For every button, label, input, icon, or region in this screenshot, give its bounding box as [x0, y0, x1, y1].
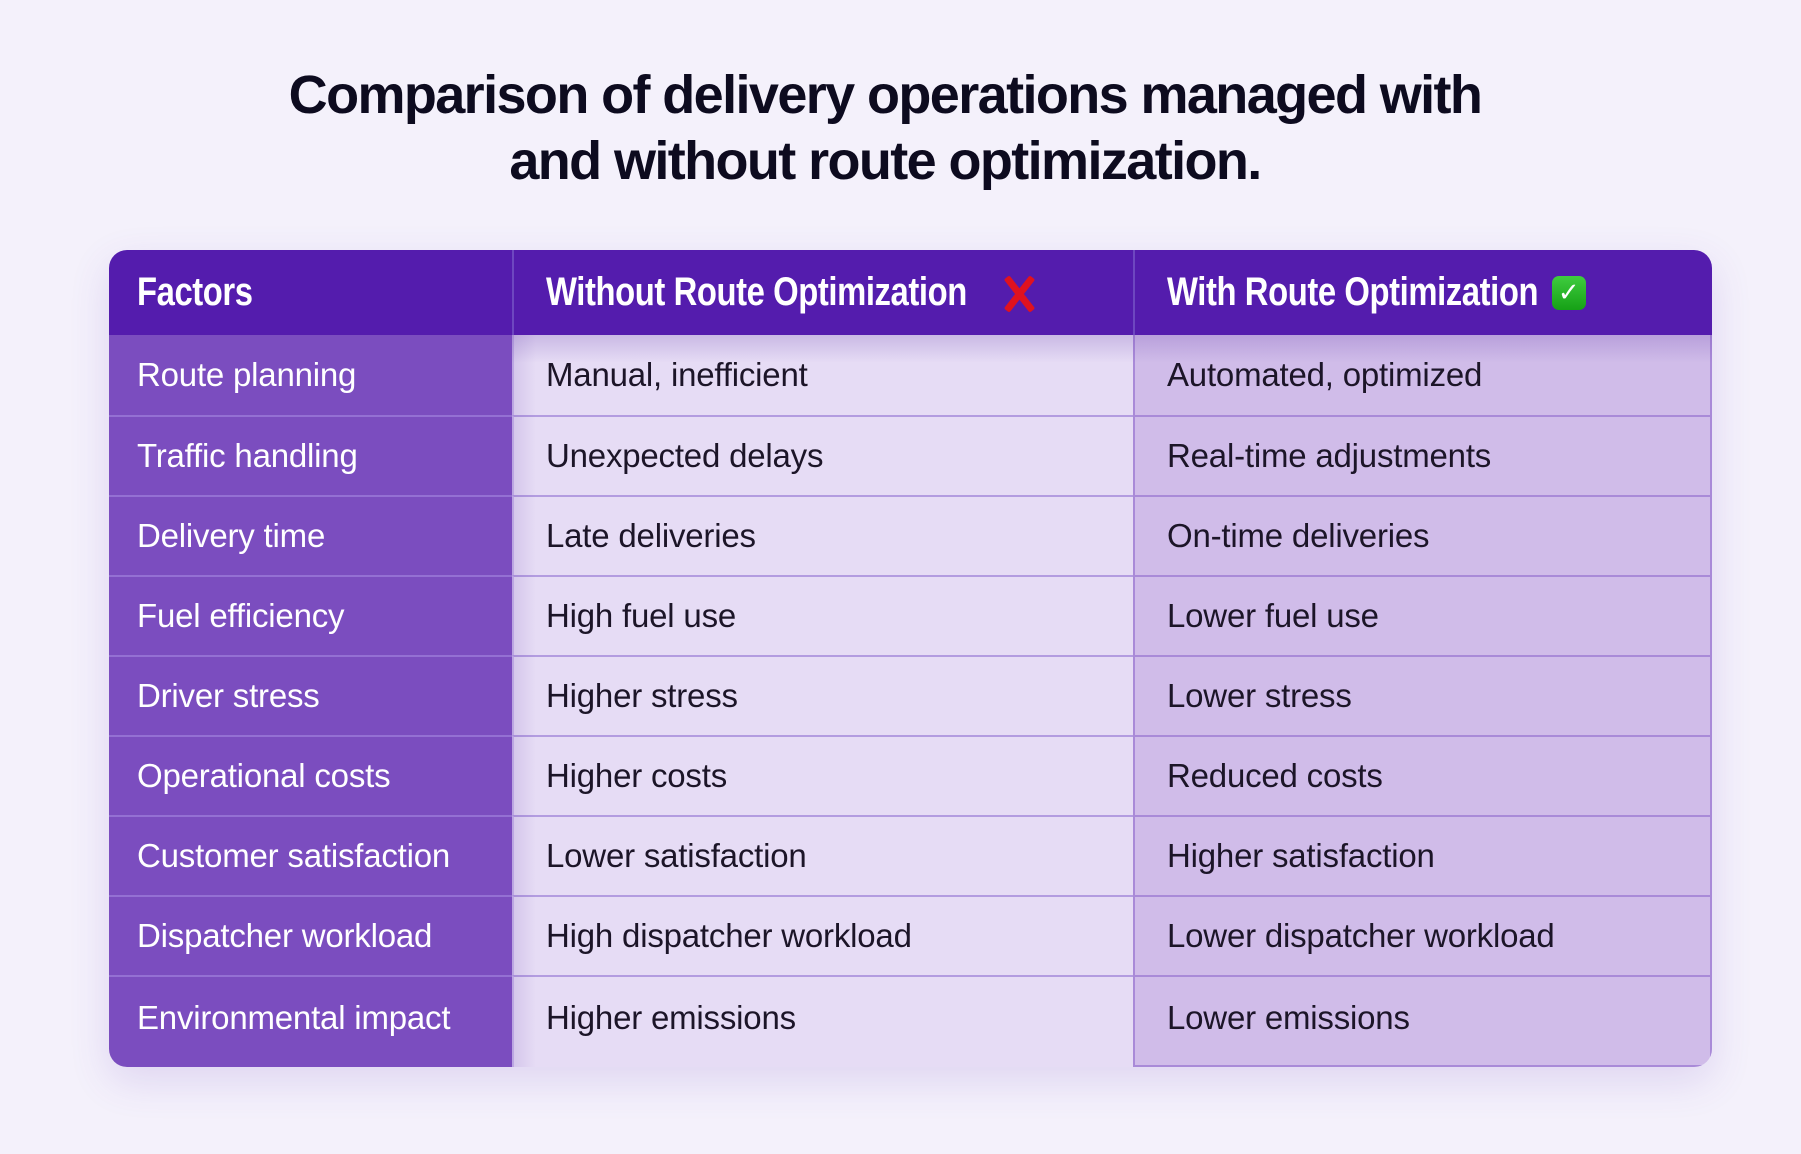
page-title: Comparison of delivery operations manage…	[0, 62, 1770, 194]
table-row: Dispatcher workload High dispatcher work…	[109, 895, 1712, 975]
table-row: Delivery time Late deliveries On-time de…	[109, 495, 1712, 575]
with-cell: Lower stress	[1133, 655, 1712, 735]
without-cell: Higher emissions	[512, 975, 1133, 1067]
without-cell: Late deliveries	[512, 495, 1133, 575]
factor-cell: Dispatcher workload	[109, 895, 512, 975]
cross-mark-icon	[1001, 275, 1037, 311]
factor-cell: Customer satisfaction	[109, 815, 512, 895]
table-row: Customer satisfaction Lower satisfaction…	[109, 815, 1712, 895]
comparison-table: Factors Without Route Optimization With …	[109, 250, 1712, 1067]
title-line-2: and without route optimization.	[509, 131, 1262, 191]
table-header-row: Factors Without Route Optimization With …	[109, 250, 1712, 335]
without-cell: Unexpected delays	[512, 415, 1133, 495]
table-row: Driver stress Higher stress Lower stress	[109, 655, 1712, 735]
with-cell: Automated, optimized	[1133, 335, 1712, 415]
header-factors: Factors	[137, 270, 253, 314]
factor-cell: Route planning	[109, 335, 512, 415]
factor-cell: Traffic handling	[109, 415, 512, 495]
factor-cell: Fuel efficiency	[109, 575, 512, 655]
without-cell: High fuel use	[512, 575, 1133, 655]
without-cell: Manual, inefficient	[512, 335, 1133, 415]
with-cell: Real-time adjustments	[1133, 415, 1712, 495]
factor-cell: Operational costs	[109, 735, 512, 815]
title-line-1: Comparison of delivery operations manage…	[288, 65, 1483, 125]
factor-cell: Delivery time	[109, 495, 512, 575]
without-cell: Lower satisfaction	[512, 815, 1133, 895]
header-without-route-optimization: Without Route Optimization	[512, 250, 1133, 335]
with-cell: Lower fuel use	[1133, 575, 1712, 655]
header-with-route-optimization: With Route Optimization ✓	[1133, 250, 1712, 335]
with-cell: Reduced costs	[1133, 735, 1712, 815]
without-cell: High dispatcher workload	[512, 895, 1133, 975]
table-row: Route planning Manual, inefficient Autom…	[109, 335, 1712, 415]
with-cell: Lower dispatcher workload	[1133, 895, 1712, 975]
with-cell: On-time deliveries	[1133, 495, 1712, 575]
factor-cell: Environmental impact	[109, 975, 512, 1067]
table-row: Traffic handling Unexpected delays Real-…	[109, 415, 1712, 495]
with-cell: Lower emissions	[1133, 975, 1712, 1067]
table-row: Environmental impact Higher emissions Lo…	[109, 975, 1712, 1067]
check-mark-icon: ✓	[1551, 275, 1586, 310]
table-row: Fuel efficiency High fuel use Lower fuel…	[109, 575, 1712, 655]
table-body: Route planning Manual, inefficient Autom…	[109, 335, 1712, 1067]
without-cell: Higher stress	[512, 655, 1133, 735]
without-cell: Higher costs	[512, 735, 1133, 815]
factor-cell: Driver stress	[109, 655, 512, 735]
table-row: Operational costs Higher costs Reduced c…	[109, 735, 1712, 815]
with-cell: Higher satisfaction	[1133, 815, 1712, 895]
